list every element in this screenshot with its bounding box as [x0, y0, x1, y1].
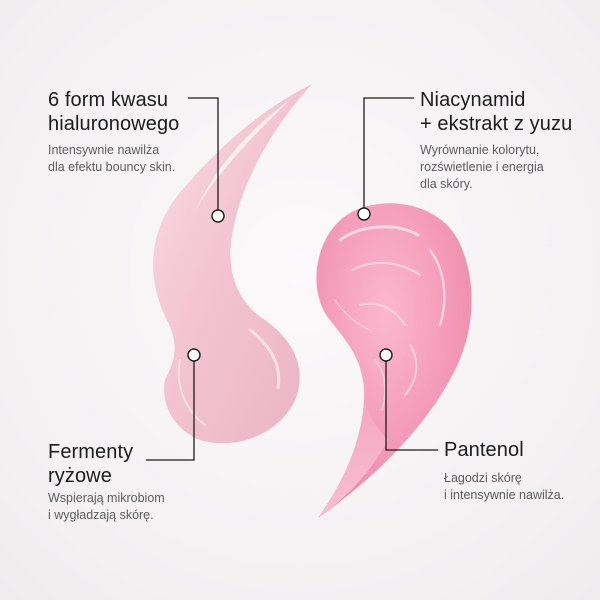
callout-hyaluronic-title-line1: 6 form kwasu	[48, 89, 169, 111]
callout-hyaluronic-title: 6 form kwasu hialuronowego	[48, 88, 179, 136]
callout-panthenol-desc-line2: i intensywnie nawilża.	[444, 488, 565, 502]
callout-hyaluronic-desc-line2: dla efektu bouncy skin.	[48, 160, 176, 174]
callout-panthenol-description: Łagodzi skórę i intensywnie nawilża.	[444, 470, 564, 504]
marker-hyaluronic	[211, 209, 225, 223]
callout-niacinamide-desc-line2: rozświetlenie i energia	[420, 160, 544, 174]
callout-rice-title-line2: ryżowe	[48, 465, 112, 487]
gel-swatch	[316, 203, 472, 518]
callout-niacinamide-desc-line3: dla skóry.	[420, 177, 473, 191]
callout-niacinamide-title: Niacynamid + ekstrakt z yuzu	[420, 88, 572, 136]
cream-highlight-2	[248, 328, 281, 390]
callout-panthenol-title: Pantenol	[444, 438, 524, 462]
callout-niacinamide-title-line1: Niacynamid	[420, 89, 526, 111]
callout-panthenol-title-line1: Pantenol	[444, 439, 524, 461]
callout-hyaluronic-description: Intensywnie nawilża dla efektu bouncy sk…	[48, 142, 175, 176]
callout-rice-desc-line1: Wspierają mikrobiom	[48, 491, 165, 505]
cream-highlight-3	[177, 359, 206, 426]
callout-niacinamide-description: Wyrównanie kolorytu, rozświetlenie i ene…	[420, 142, 544, 193]
marker-rice	[187, 348, 201, 362]
callout-rice-desc-line2: i wygładzają skórę.	[48, 508, 154, 522]
callout-hyaluronic-title-line2: hialuronowego	[48, 113, 180, 135]
callout-panthenol-desc-line1: Łagodzi skórę	[444, 471, 522, 485]
cream-swatch	[153, 84, 312, 444]
callout-niacinamide-title-line2: + ekstrakt z yuzu	[420, 113, 573, 135]
marker-panthenol	[379, 348, 393, 362]
callout-hyaluronic-desc-line1: Intensywnie nawilża	[48, 143, 160, 157]
callout-rice-description: Wspierają mikrobiom i wygładzają skórę.	[48, 490, 165, 524]
leader-lines	[146, 97, 438, 461]
gel-texture	[334, 225, 446, 411]
marker-niacinamide	[357, 207, 371, 221]
markers	[187, 207, 393, 362]
callout-rice-title: Fermenty ryżowe	[48, 440, 133, 488]
callout-rice-title-line1: Fermenty	[48, 441, 134, 463]
callout-niacinamide-desc-line1: Wyrównanie kolorytu,	[420, 143, 540, 157]
leader-panthenol	[385, 355, 438, 451]
gel-tail	[318, 400, 388, 518]
leader-hyaluronic	[188, 97, 219, 216]
leader-rice	[146, 355, 195, 461]
leader-niacinamide	[363, 97, 414, 214]
